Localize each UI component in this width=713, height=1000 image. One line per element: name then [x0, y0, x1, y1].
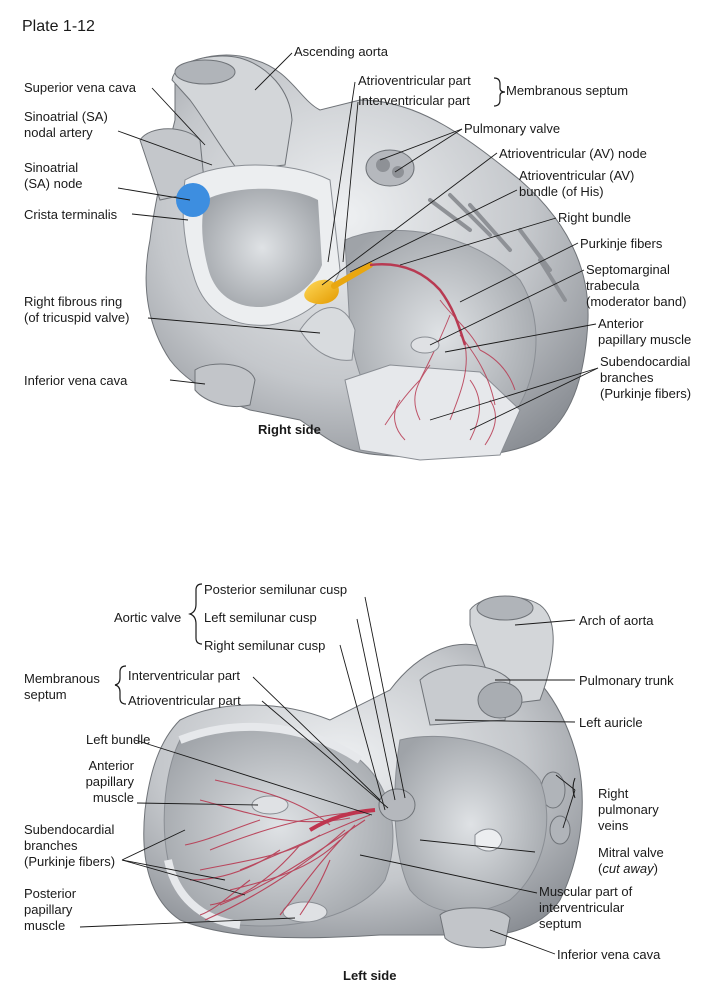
label-av-bundle-2: bundle (of His)	[519, 184, 604, 199]
label-subendo-bottom-1: Subendocardial	[24, 822, 115, 837]
label-ascending-aorta: Ascending aorta	[294, 44, 388, 59]
aortic-valve-shape	[378, 788, 416, 822]
label-membranous-1: Membranous	[24, 671, 100, 686]
ivc-shape-top	[194, 363, 256, 407]
label-right-pulm-2: pulmonary	[598, 802, 659, 817]
label-subendo-top-1: Subendocardial	[600, 354, 691, 369]
label-av-bundle-1: Atrioventricular (AV)	[519, 168, 635, 183]
label-sa-artery-1: Sinoatrial (SA)	[24, 109, 108, 124]
label-posterior-1: Posterior	[24, 886, 77, 901]
label-svc: Superior vena cava	[24, 80, 137, 95]
label-anterior-1: Anterior	[88, 758, 134, 773]
label-posterior-3: muscle	[24, 918, 66, 933]
label-right-pulm-1: Right	[598, 786, 629, 801]
sa-node-shape	[176, 183, 210, 217]
right-atrium-cavity	[202, 188, 322, 308]
label-av-part-bottom: Atrioventricular part	[128, 693, 241, 708]
label-membranous-2: septum	[24, 687, 67, 702]
label-fibrous-ring-2: (of tricuspid valve)	[24, 310, 130, 325]
label-septomarginal-3: (moderator band)	[586, 294, 687, 309]
label-iv-part-top: Interventricular part	[358, 93, 470, 108]
caption-left-side: Left side	[343, 968, 397, 983]
right-side-heart	[139, 54, 589, 461]
label-ant-papillary-1: Anterior	[598, 316, 644, 331]
label-subendo-bottom-3: (Purkinje fibers)	[24, 854, 116, 869]
label-posterior-2: papillary	[24, 902, 73, 917]
label-right-cusp: Right semilunar cusp	[204, 638, 326, 653]
label-membranous-septum-top: Membranous septum	[506, 83, 629, 98]
caption-right-side: Right side	[258, 422, 321, 437]
label-av-part-top: Atrioventricular part	[358, 73, 471, 88]
label-left-bundle: Left bundle	[86, 732, 151, 747]
label-arch-aorta: Arch of aorta	[579, 613, 654, 628]
label-mitral-1: Mitral valve	[598, 845, 664, 860]
label-muscular-2: interventricular	[539, 900, 625, 915]
label-ivc-top: Inferior vena cava	[24, 373, 128, 388]
label-septomarginal-1: Septomarginal	[586, 262, 670, 277]
ventricle-flap	[344, 364, 521, 461]
label-muscular-1: Muscular part of	[539, 884, 633, 899]
label-right-bundle: Right bundle	[558, 210, 631, 225]
label-sa-node-2: (SA) node	[24, 176, 83, 191]
label-anterior-2: papillary	[85, 774, 134, 789]
label-fibrous-ring-1: Right fibrous ring	[24, 294, 123, 309]
label-anterior-3: muscle	[92, 790, 134, 805]
label-mitral-2: (cut away)	[598, 861, 658, 876]
label-septomarginal-2: trabecula	[586, 278, 640, 293]
label-left-auricle: Left auricle	[579, 715, 643, 730]
label-iv-part-bottom: Interventricular part	[128, 668, 240, 683]
label-sa-artery-2: nodal artery	[24, 125, 93, 140]
aorta-opening	[174, 59, 236, 85]
label-right-pulm-3: veins	[598, 818, 629, 833]
label-aortic-valve: Aortic valve	[114, 610, 182, 625]
ascending-aorta-shape	[171, 55, 293, 171]
label-ant-papillary-2: papillary muscle	[598, 332, 692, 347]
label-pulmonary-valve: Pulmonary valve	[464, 121, 561, 136]
label-left-cusp: Left semilunar cusp	[204, 610, 317, 625]
plate-number: Plate 1-12	[22, 18, 95, 35]
pulmonary-valve-shape	[365, 149, 415, 187]
av-node-shape	[304, 279, 339, 305]
leader-lines-bottom	[79, 596, 576, 955]
left-side-heart	[143, 595, 583, 949]
label-subendo-top-2: branches	[600, 370, 654, 385]
label-ivc-bottom: Inferior vena cava	[557, 947, 661, 962]
ivc-shape-bottom	[439, 907, 511, 949]
label-crista: Crista terminalis	[24, 207, 118, 222]
leader-lines-top	[117, 52, 599, 431]
label-sa-node-1: Sinoatrial	[24, 160, 79, 175]
label-av-node: Atrioventricular (AV) node	[499, 146, 647, 161]
label-muscular-3: septum	[539, 916, 582, 931]
label-subendo-top-3: (Purkinje fibers)	[600, 386, 692, 401]
label-subendo-bottom-2: branches	[24, 838, 78, 853]
label-pulmonary-trunk: Pulmonary trunk	[579, 673, 674, 688]
label-posterior-cusp: Posterior semilunar cusp	[204, 582, 348, 597]
label-purkinje: Purkinje fibers	[580, 236, 663, 251]
label-mitral-2-text: cut away	[602, 861, 654, 876]
